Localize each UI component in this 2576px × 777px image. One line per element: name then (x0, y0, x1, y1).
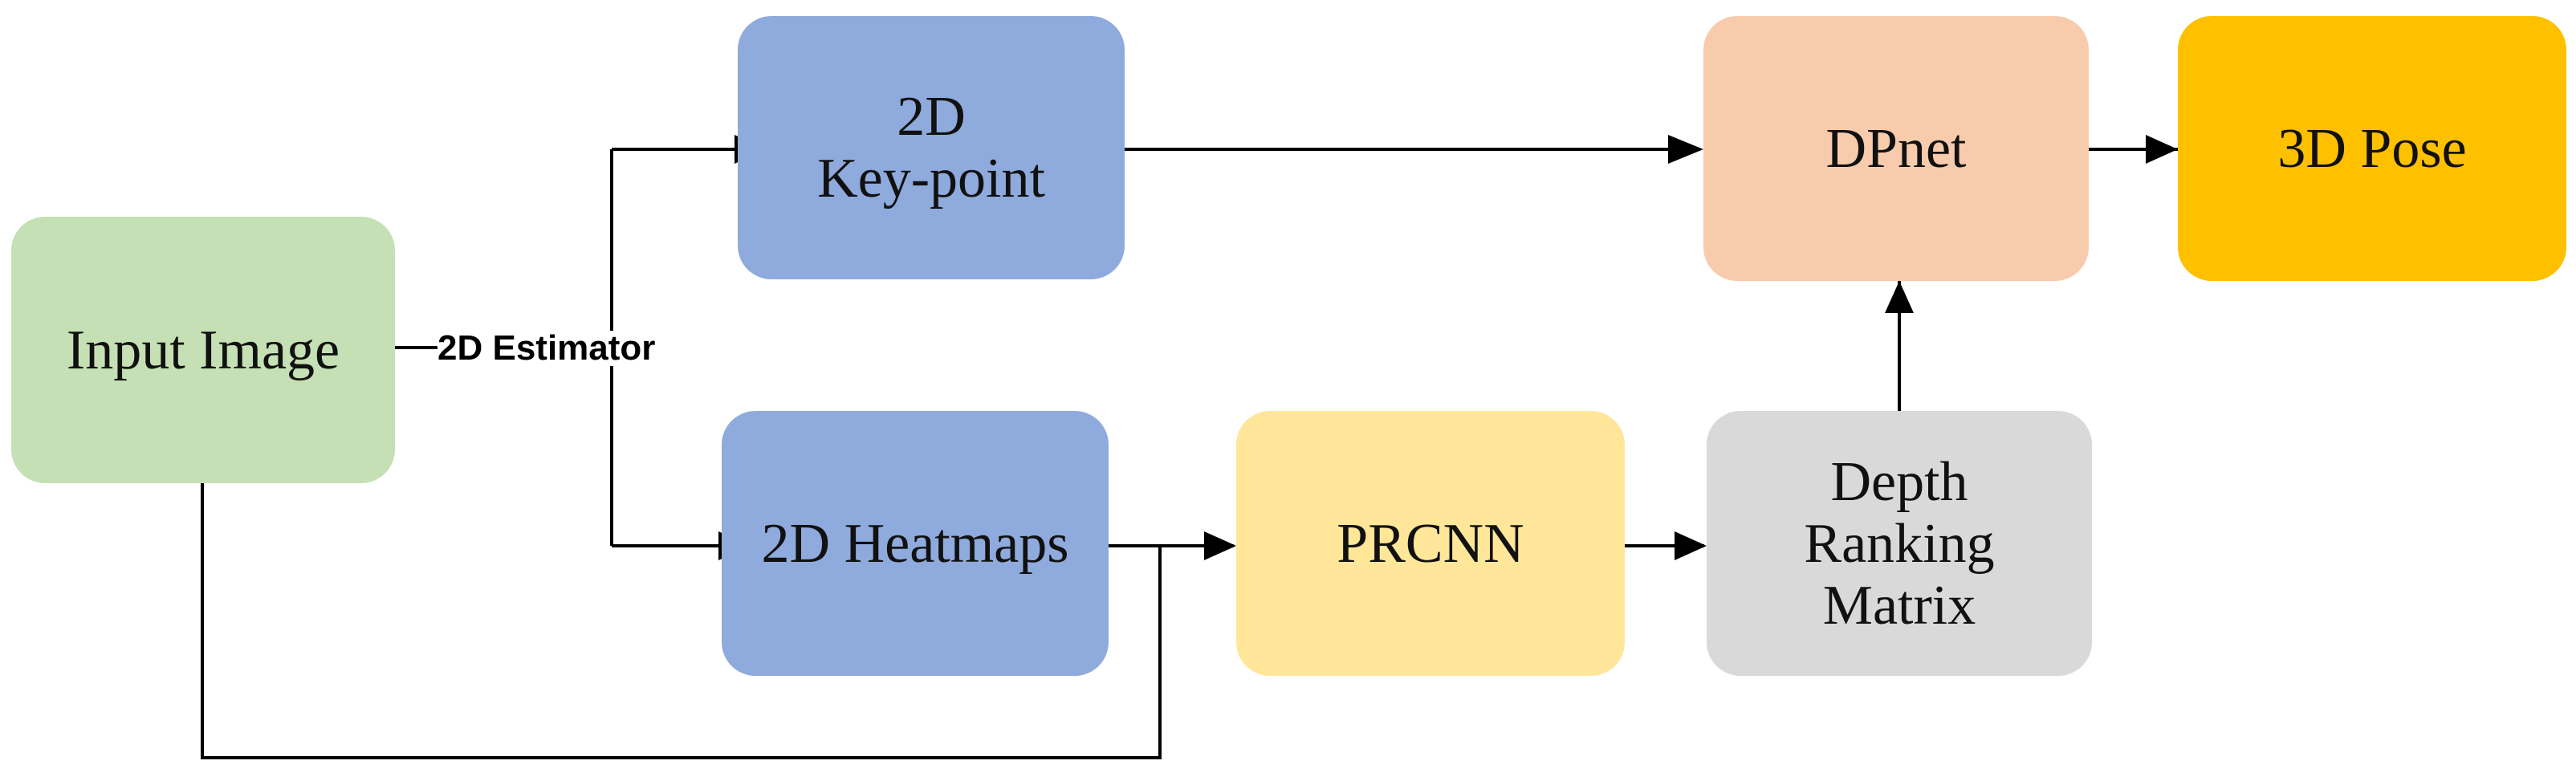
keypoint-node: 2D Key-point (738, 16, 1125, 279)
depth-label-line1: Depth (1830, 450, 1968, 513)
prcnn-node: PRCNN (1236, 411, 1625, 676)
arrowhead-pose (2146, 135, 2178, 164)
depth-ranking-matrix-node: Depth Ranking Matrix (1707, 411, 2092, 676)
input-image-label: Input Image (66, 319, 340, 381)
arrowhead-dpnet (1668, 135, 1703, 164)
keypoint-label-line2: Key-point (817, 148, 1045, 210)
arrowhead-dpnet-bottom (1885, 281, 1914, 313)
prcnn-label: PRCNN (1337, 512, 1524, 575)
heatmaps-label: 2D Heatmaps (761, 512, 1069, 575)
keypoint-label-line1: 2D (897, 86, 966, 148)
depth-label-line3: Matrix (1822, 574, 1976, 637)
estimator-label: 2D Estimator (437, 328, 656, 368)
dpnet-label: DPnet (1825, 117, 1967, 180)
depth-label-line2: Ranking (1804, 512, 1995, 575)
3d-pose-label: 3D Pose (2277, 117, 2467, 180)
dpnet-node: DPnet (1703, 16, 2089, 281)
arrowhead-prcnn (1204, 531, 1236, 560)
heatmaps-node: 2D Heatmaps (722, 411, 1109, 676)
edge-input-bypass (201, 483, 1162, 759)
arrowhead-depth (1675, 531, 1707, 560)
3d-pose-node: 3D Pose (2178, 16, 2566, 281)
input-image-node: Input Image (11, 217, 395, 483)
